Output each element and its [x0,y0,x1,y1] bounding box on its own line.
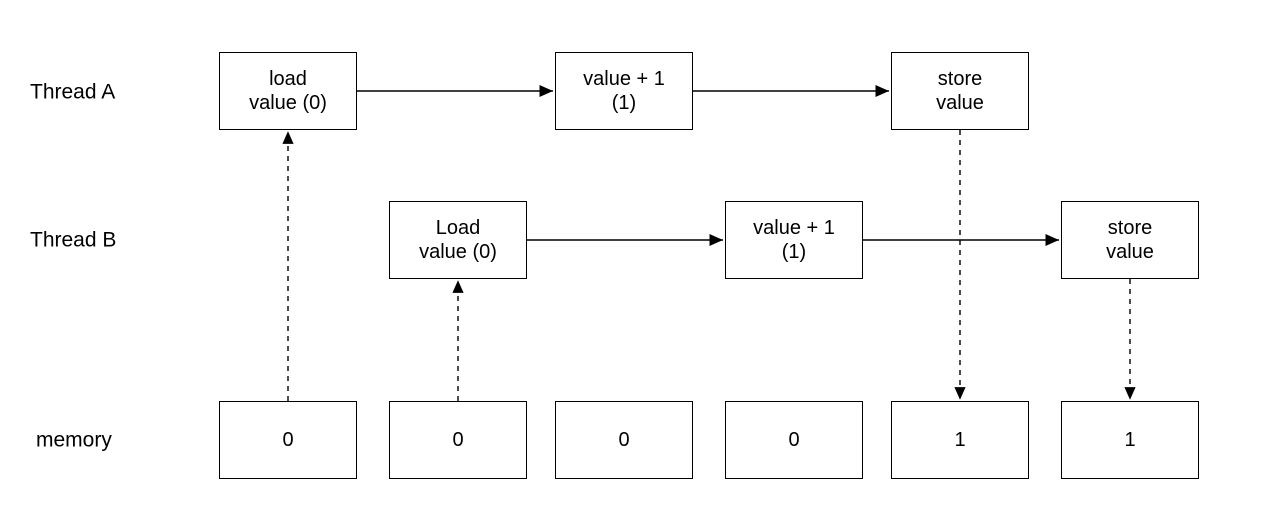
memory-cell-mem-1: 0 [219,401,357,479]
node-a-incr: value + 1(1) [555,52,693,130]
node-b-store-line1: store [1107,216,1153,239]
node-a-load-line2: value (0) [249,92,327,114]
memory-cell-value: 0 [618,428,630,451]
memory-cell-mem-4: 0 [725,401,863,479]
node-b-store-line2: value [1106,241,1154,263]
memory-cell-value: 1 [954,428,966,451]
memory-cell-mem-5: 1 [891,401,1029,479]
node-b-incr-line2: (1) [781,241,807,263]
node-a-incr-line1: value + 1 [583,67,665,90]
memory-cell-value: 0 [452,428,464,451]
row-label-thread-a: Thread A [30,80,116,104]
memory-cell-value: 0 [788,428,800,451]
memory-cell-mem-2: 0 [389,401,527,479]
node-a-incr-line2: (1) [611,92,637,114]
node-b-load-line2: value (0) [419,241,497,263]
node-b-incr-line1: value + 1 [753,216,835,239]
node-a-load-line1: load [269,67,307,90]
node-b-incr: value + 1(1) [725,201,863,279]
node-a-store-line1: store [937,67,983,90]
node-a-store-line2: value [936,92,984,114]
row-label-memory: memory [36,428,112,452]
memory-cell-value: 1 [1124,428,1136,451]
row-label-thread-b: Thread B [30,228,117,252]
memory-cell-value: 0 [282,428,294,451]
memory-cell-mem-6: 1 [1061,401,1199,479]
memory-cell-mem-3: 0 [555,401,693,479]
node-b-load-line1: Load [435,216,481,239]
